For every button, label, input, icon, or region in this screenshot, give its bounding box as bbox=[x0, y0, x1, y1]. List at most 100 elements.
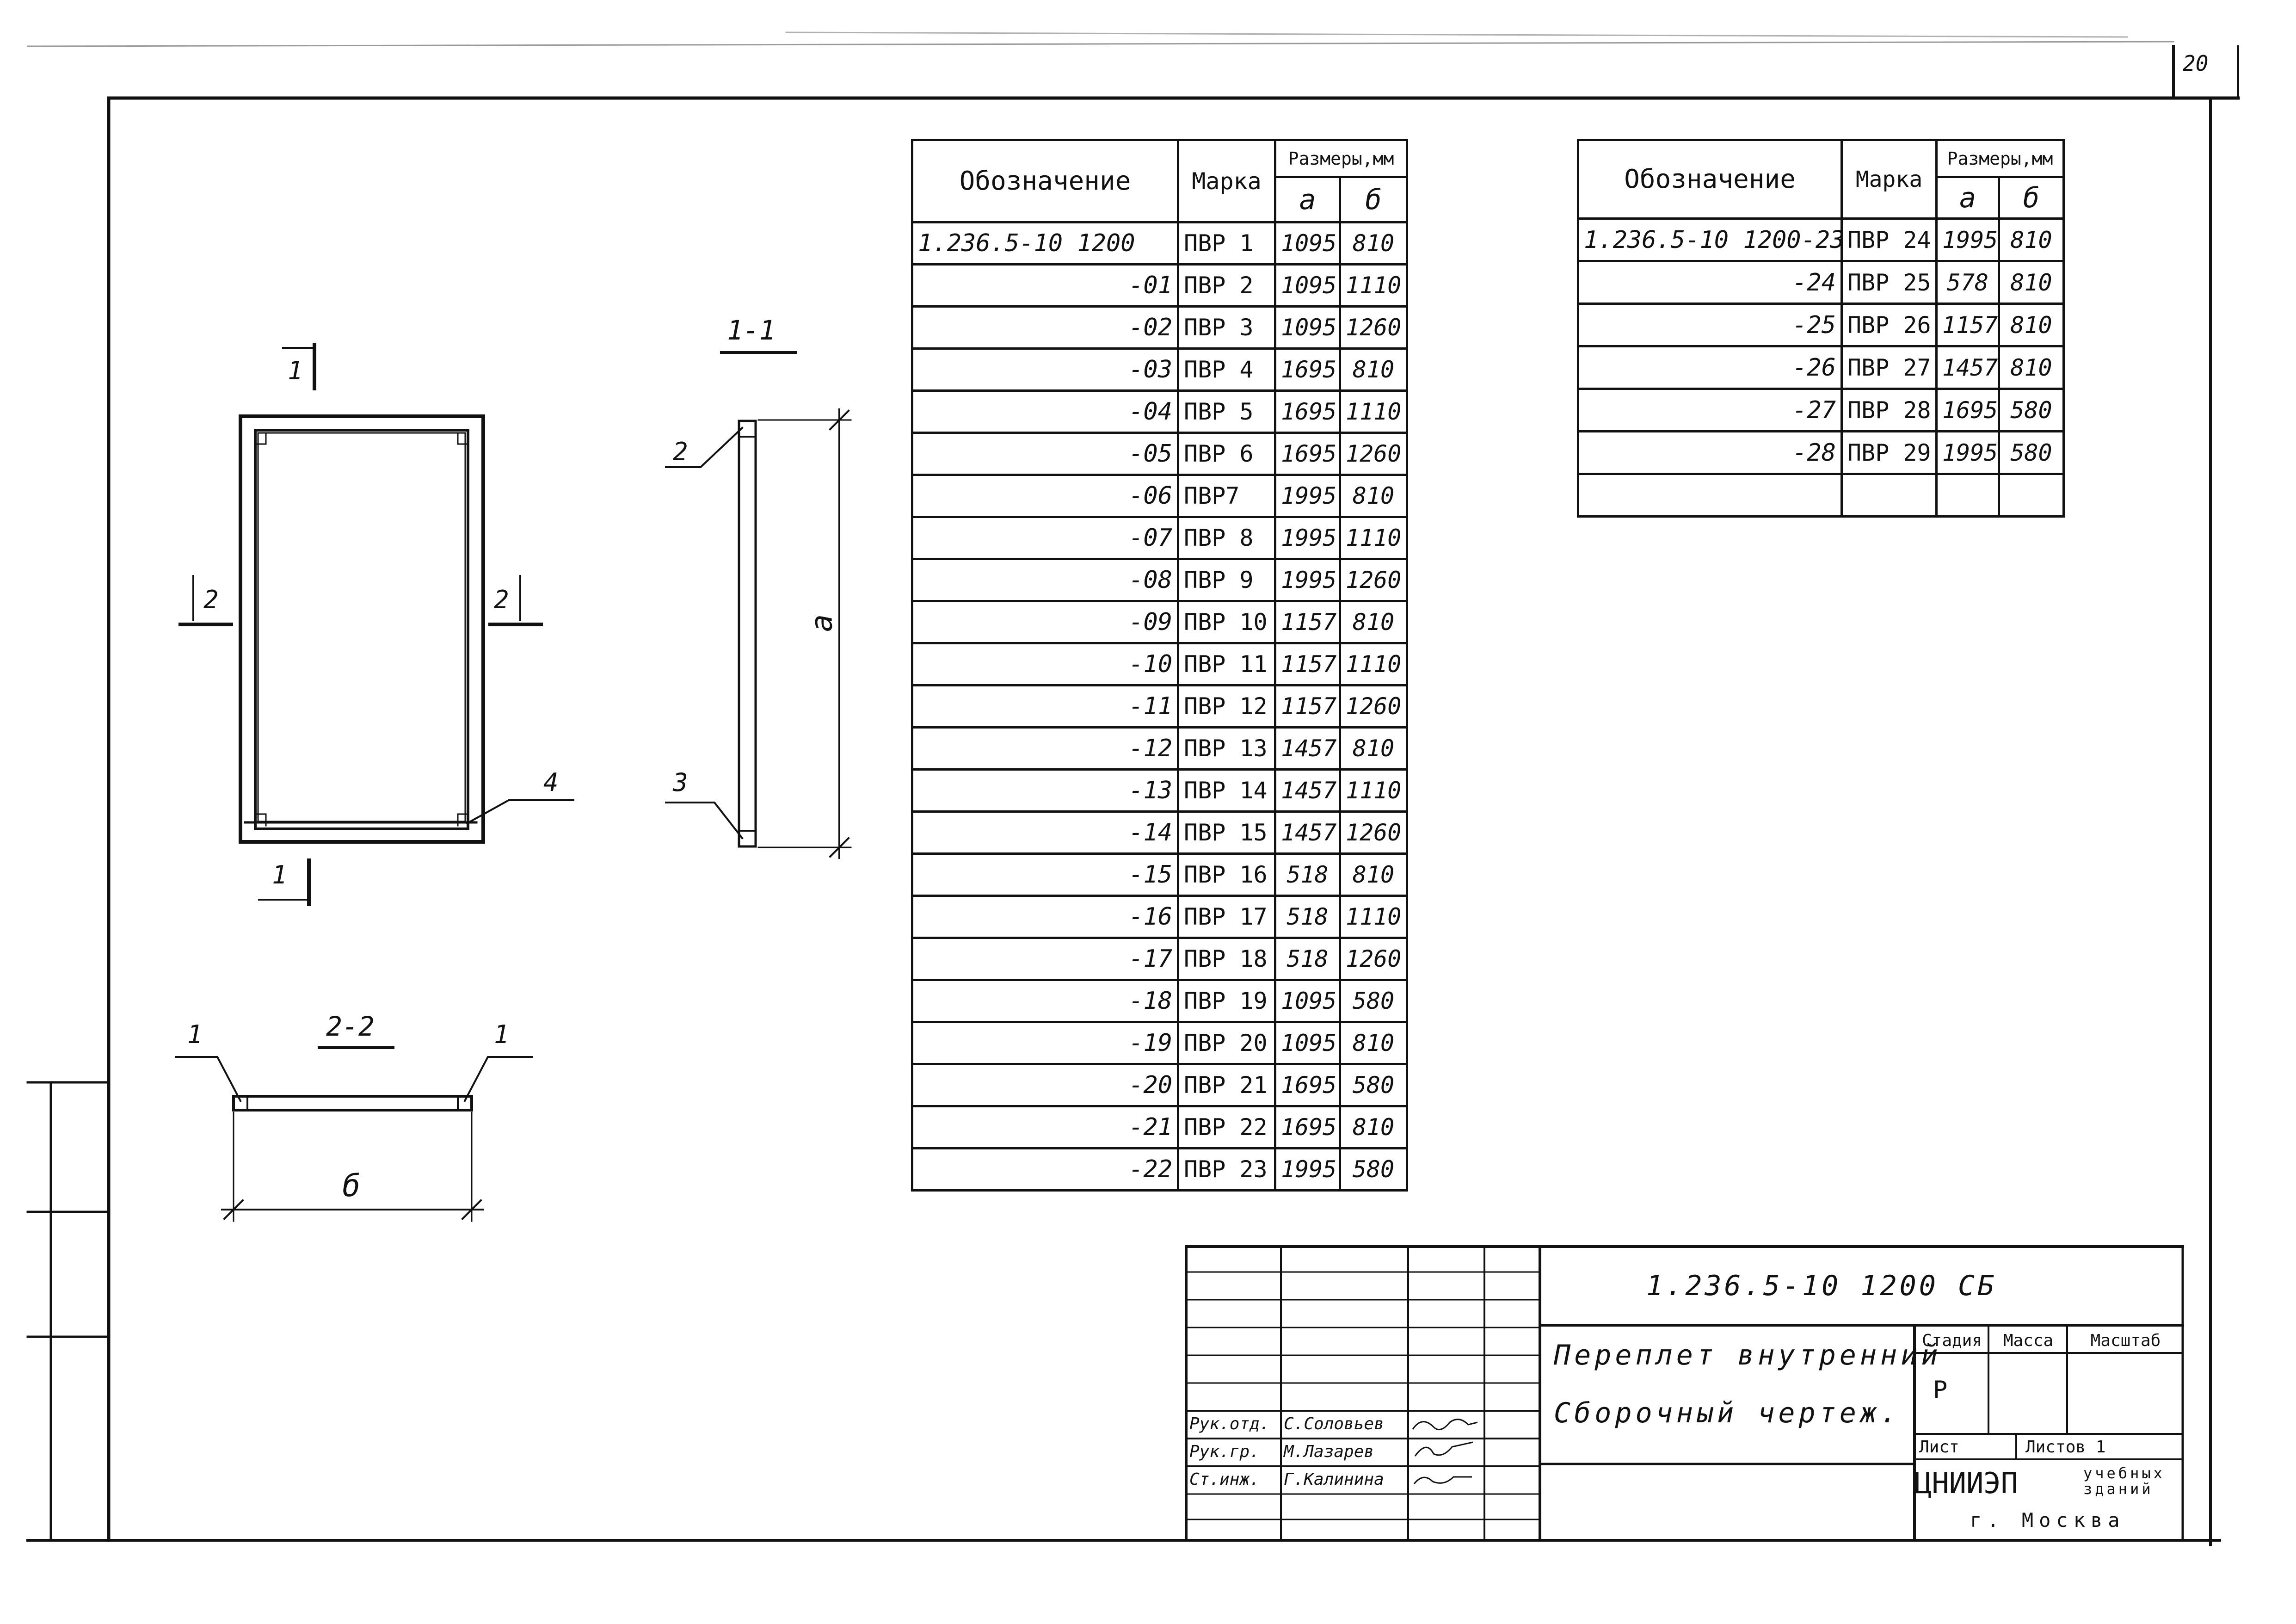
designation-cell: -28 bbox=[1577, 430, 1843, 475]
size-a-cell: 1995 bbox=[1935, 430, 2000, 475]
size-a-cell: 1157 bbox=[1274, 600, 1341, 644]
mark-cell: ПВР 20 bbox=[1177, 1021, 1276, 1065]
callout-1-left: 1 bbox=[187, 1020, 203, 1049]
designation-cell: -11 bbox=[911, 684, 1179, 729]
callout-4: 4 bbox=[543, 768, 559, 797]
sec11-tick-bottom bbox=[829, 837, 850, 858]
mark-cell: ПВР 23 bbox=[1177, 1147, 1276, 1192]
designation-cell: -24 bbox=[1577, 260, 1843, 305]
mark-cell: ПВР 18 bbox=[1177, 937, 1276, 981]
leader-1-left bbox=[175, 1056, 242, 1102]
tb-organization: ЦНИИЭП bbox=[1914, 1466, 2018, 1500]
mark-cell: ПВР 29 bbox=[1840, 430, 1938, 475]
designation-cell: -10 bbox=[911, 642, 1179, 686]
hdr-right-sizes: Размеры,мм bbox=[1935, 139, 2065, 178]
mark-cell: ПВР 17 bbox=[1177, 895, 1276, 939]
leader-1-right bbox=[463, 1056, 533, 1102]
size-a-cell: 1095 bbox=[1274, 979, 1341, 1023]
size-a-cell: 1457 bbox=[1274, 810, 1341, 855]
mark-cell: ПВР 19 bbox=[1177, 979, 1276, 1023]
designation-cell: -20 bbox=[911, 1063, 1179, 1107]
mark-cell: ПВР 26 bbox=[1840, 303, 1938, 347]
mark-cell: ПВР 28 bbox=[1840, 388, 1938, 432]
designation-cell bbox=[1577, 473, 1843, 518]
size-b-cell: 580 bbox=[1998, 430, 2065, 475]
designation-cell: -09 bbox=[911, 600, 1179, 644]
designation-cell: -14 bbox=[911, 810, 1179, 855]
sec22-tick-left bbox=[223, 1199, 244, 1220]
hdr-a: а bbox=[1274, 176, 1341, 223]
sec11-profile bbox=[738, 420, 757, 848]
mark-cell: ПВР 22 bbox=[1177, 1105, 1276, 1149]
mark-cell: ПВР 16 bbox=[1177, 852, 1276, 897]
size-b-cell: 810 bbox=[1339, 221, 1408, 266]
size-a-cell: 1457 bbox=[1274, 768, 1341, 813]
sec22-tick-right bbox=[461, 1199, 482, 1220]
section-1-1-title: 1-1 bbox=[727, 315, 776, 346]
size-a-cell: 1695 bbox=[1274, 389, 1341, 434]
spec-right-row bbox=[1577, 473, 2065, 518]
size-b-cell: 810 bbox=[1339, 852, 1408, 897]
size-b-cell: 1260 bbox=[1339, 937, 1408, 981]
size-a-cell: 1095 bbox=[1274, 221, 1341, 266]
designation-cell: -21 bbox=[911, 1105, 1179, 1149]
size-a-cell: 1995 bbox=[1274, 558, 1341, 602]
callout-3: 3 bbox=[673, 768, 688, 797]
tb-sign-name-3: Г.Калинина bbox=[1284, 1470, 1384, 1489]
size-b-cell: 580 bbox=[1998, 388, 2065, 432]
size-b-cell: 1110 bbox=[1339, 389, 1408, 434]
mark-cell: ПВР 1 bbox=[1177, 221, 1276, 266]
size-a-cell: 1095 bbox=[1274, 305, 1341, 350]
size-a-cell: 1157 bbox=[1935, 303, 2000, 347]
corner-detail-bl bbox=[254, 813, 267, 827]
size-b-cell bbox=[1998, 473, 2065, 518]
mark-cell: ПВР 11 bbox=[1177, 642, 1276, 686]
tb-sheet-label: Лист bbox=[1919, 1438, 1959, 1457]
size-b-cell: 810 bbox=[1998, 260, 2065, 305]
tb-sign-role-1: Рук.отд. bbox=[1189, 1414, 1270, 1433]
tb-sign-name-2: М.Лазарев bbox=[1284, 1442, 1374, 1461]
tb-mass-header: Масса bbox=[2003, 1331, 2054, 1350]
size-a-cell: 1695 bbox=[1274, 432, 1341, 476]
mark-cell: ПВР 21 bbox=[1177, 1063, 1276, 1107]
mark-cell: ПВР 4 bbox=[1177, 347, 1276, 392]
corner-detail-br bbox=[457, 813, 469, 827]
sheet-number: 20 bbox=[2183, 51, 2209, 76]
sash-outer bbox=[239, 414, 485, 844]
size-b-cell: 1110 bbox=[1339, 263, 1408, 308]
size-b-cell: 810 bbox=[1339, 726, 1408, 771]
designation-cell: -25 bbox=[1577, 303, 1843, 347]
sec11-tick-top bbox=[829, 409, 850, 431]
tb-sheets-label: Листов 1 bbox=[2025, 1438, 2106, 1457]
size-b-cell: 1110 bbox=[1339, 768, 1408, 813]
designation-cell: -17 bbox=[911, 937, 1179, 981]
mark-cell: ПВР 24 bbox=[1840, 217, 1938, 262]
mark-cell: ПВР 27 bbox=[1840, 345, 1938, 390]
size-a-cell: 518 bbox=[1274, 937, 1341, 981]
size-b-cell: 580 bbox=[1339, 1063, 1408, 1107]
size-b-cell: 810 bbox=[1998, 345, 2065, 390]
tb-organization-sub1: учебных bbox=[2083, 1464, 2165, 1482]
mark-cell: ПВР7 bbox=[1177, 474, 1276, 518]
designation-cell: -01 bbox=[911, 263, 1179, 308]
tb-name-line2: Сборочный чертеж. bbox=[1554, 1397, 1901, 1429]
mark-cell: ПВР 14 bbox=[1177, 768, 1276, 813]
top-edge-trace-2 bbox=[785, 31, 2128, 38]
mark-cell: ПВР 9 bbox=[1177, 558, 1276, 602]
designation-cell: -26 bbox=[1577, 345, 1843, 390]
size-a-cell: 1995 bbox=[1935, 217, 2000, 262]
